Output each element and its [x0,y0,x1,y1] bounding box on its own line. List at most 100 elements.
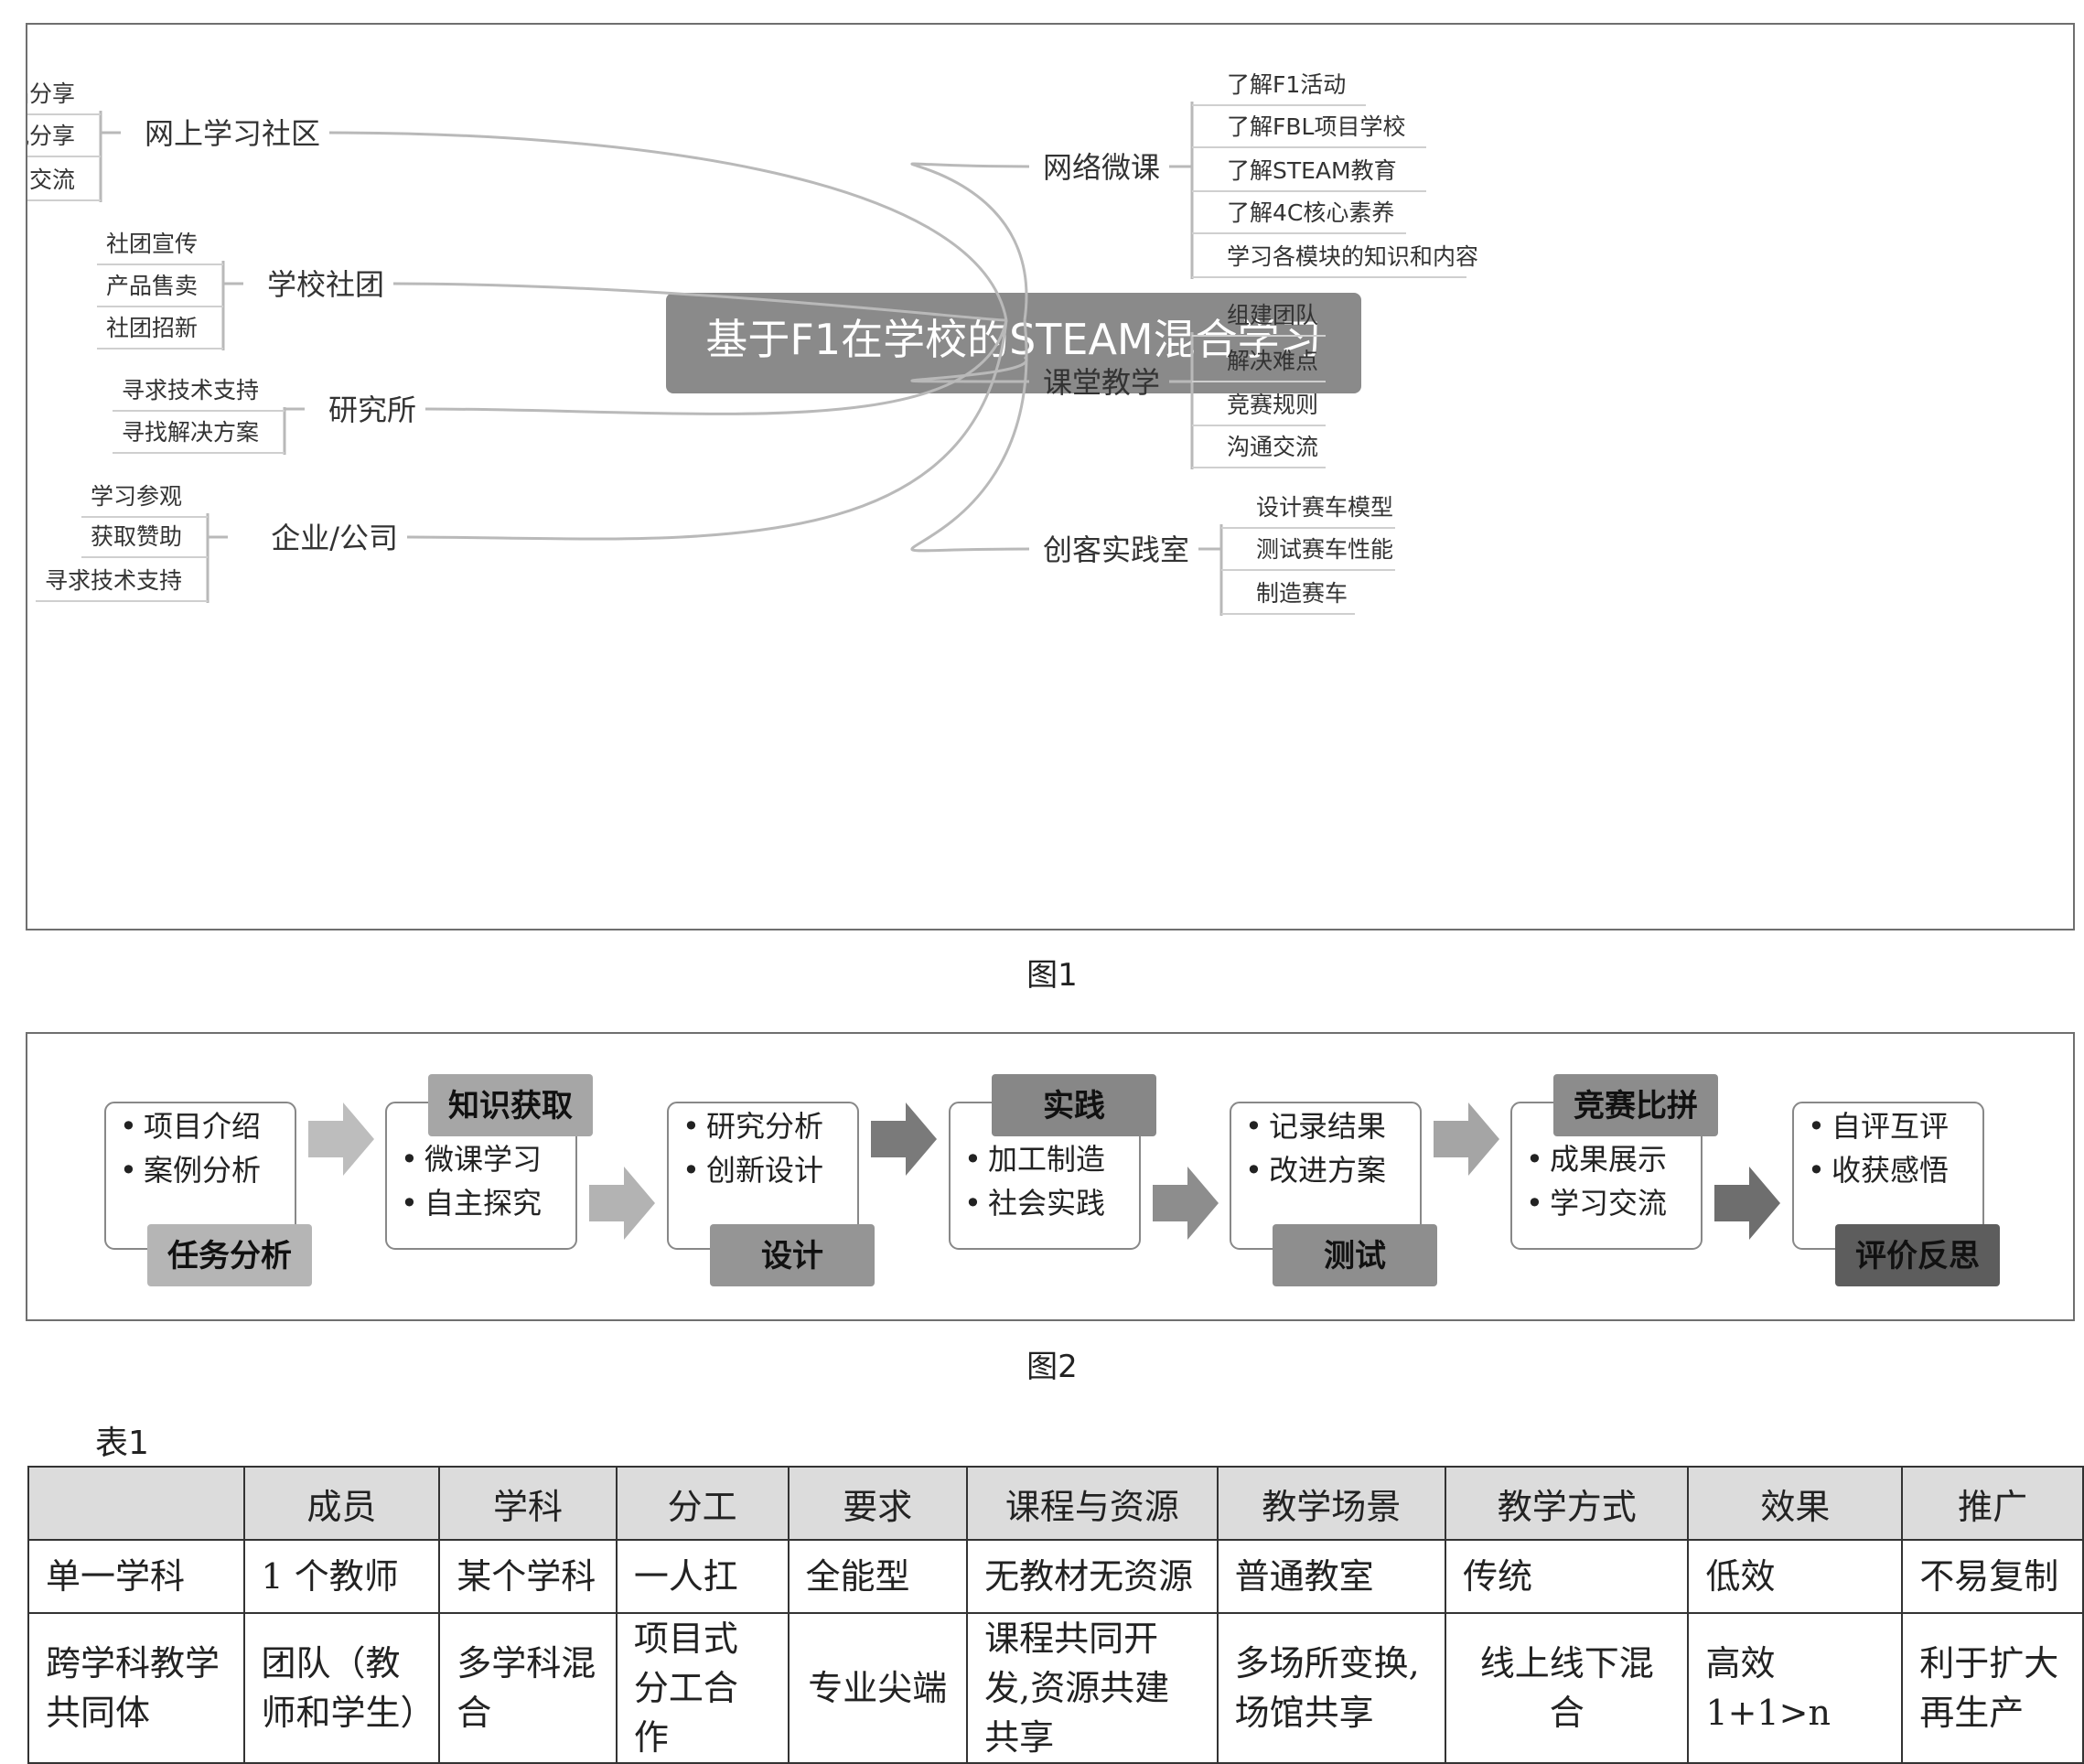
branch-connector [910,162,1030,321]
bullet-icon: • [964,1142,982,1177]
leaf-label: 寻求技术支持 [122,377,259,403]
step-title-box [1553,1074,1718,1136]
branch-connector [910,355,1030,383]
leaf-label: 了解STEAM教育 [1227,157,1397,184]
leaf-label: 了解FBL项目学校 [1227,113,1405,140]
bullet-icon: • [682,1109,700,1144]
central-topic-box [666,293,1361,393]
step-item: 创新设计 [706,1153,823,1188]
leaf-label: 产品售卖 [106,273,198,299]
table-cell: 高效 1+1>n [1687,1612,1904,1764]
header-cell: 要求 [787,1466,969,1541]
table-cell: 一人扛 [615,1539,790,1614]
flow-arrow-icon [1434,1102,1499,1176]
branch-connector [406,319,1008,541]
table-cell: 课程共同开发,资源共建共享 [966,1612,1219,1764]
header-cell: 推广 [1901,1466,2084,1541]
flow-arrow-icon [1714,1167,1780,1240]
flow-arrow-icon [308,1102,374,1176]
branch-label: 网络微课 [1043,150,1160,185]
bullet-icon: • [1808,1153,1825,1188]
leaf-label: 学习参观 [91,483,182,510]
branch-label: 课堂教学 [1043,365,1160,400]
step-title-box [710,1224,875,1286]
step-title-box [1273,1224,1437,1286]
header-cell: 成员 [242,1466,441,1541]
header-cell: 学科 [438,1466,618,1541]
step-item: 加工制造 [988,1142,1105,1177]
table-cell: 单一学科 [27,1539,245,1614]
step-title-box [992,1074,1156,1136]
leaf-label: 社团招新 [106,315,198,341]
figure-1-frame: 基于F1在学校的STEAM混合学习网上学习社区作品分享资讯分享学习交流学校社团社… [0,23,2075,930]
table-cell: 某个学科 [438,1539,618,1614]
bullet-icon: • [1245,1153,1262,1188]
table-cell: 团队（教师和学生） [242,1612,441,1764]
leaf-label: 制造赛车 [1256,580,1348,607]
table-cell: 利于扩大再生产 [1901,1612,2084,1764]
leaf-label: 沟通交流 [1227,434,1318,460]
leaf-label: 学习交流 [27,167,75,193]
leaf-label: 解决难点 [1227,348,1318,374]
table-cell: 传统 [1445,1539,1690,1614]
step-title: 竞赛比拼 [1574,1088,1698,1124]
table-cell: 无教材无资源 [966,1539,1219,1614]
bullet-icon: • [964,1186,982,1221]
table-cell: 多学科混合 [438,1612,618,1764]
table-cell: 不易复制 [1901,1539,2084,1614]
leaf-label: 了解F1活动 [1227,71,1346,98]
step-title-box [1835,1224,2000,1286]
table-cell: 线上线下混合 [1445,1612,1690,1764]
step-title: 知识获取 [448,1088,573,1124]
table-cell: 普通教室 [1216,1539,1447,1614]
step-title: 实践 [1043,1088,1105,1124]
table-cell: 全能型 [787,1539,969,1614]
step-item: 记录结果 [1269,1109,1386,1144]
bullet-icon: • [1526,1186,1543,1221]
table-1-caption: 表1 [95,1425,149,1462]
leaf-label: 竞赛规则 [1227,392,1318,418]
central-topic: 基于F1在学校的STEAM混合学习 [705,315,1321,364]
leaf-label: 学习各模块的知识和内容 [1227,243,1478,270]
leaf-label: 测试赛车性能 [1256,536,1393,563]
step-item: 社会实践 [988,1186,1105,1221]
leaf-label: 寻找解决方案 [122,419,259,446]
step-item: 成果展示 [1550,1142,1667,1177]
bullet-icon: • [120,1109,137,1144]
branch-label: 学校社团 [267,267,384,302]
header-cell [27,1466,245,1541]
step-item: 项目介绍 [144,1109,261,1144]
step-item: 学习交流 [1550,1186,1667,1221]
leaf-label: 获取赞助 [91,523,182,550]
table-row: 跨学科教学共同体 团队（教师和学生） 多学科混合 项目式分工合作 专业尖端 课程… [27,1612,2084,1764]
step-title: 设计 [761,1238,823,1275]
comparison-table: 成员 学科 分工 要求 课程与资源 教学场景 教学方式 效果 推广 单一学科 1… [27,1466,2084,1764]
step-item: 研究分析 [706,1109,823,1144]
figure-2-caption: 图2 [1026,1349,1078,1385]
left-branch: 网上学习社区作品分享资讯分享学习交流 [0,81,320,202]
leaf-label: 资讯分享 [27,123,75,149]
bullet-icon: • [401,1142,418,1177]
step-title: 评价反思 [1855,1238,1980,1275]
table-cell: 跨学科教学共同体 [27,1612,245,1764]
step-item: 案例分析 [144,1153,261,1188]
right-branch: 网络微课 了解F1活动了解FBL项目学校了解STEAM教育了解4C核心素养学习各模… [1043,71,1478,279]
flow-arrow-icon [1153,1167,1219,1240]
header-cell: 效果 [1687,1466,1904,1541]
table-cell: 项目式分工合作 [615,1612,790,1764]
bullet-icon: • [682,1153,700,1188]
flow-arrow-icon [589,1167,655,1240]
table-cell: 多场所变换,场馆共享 [1216,1612,1447,1764]
step-item: 自评互评 [1832,1109,1949,1144]
table-cell: 专业尖端 [787,1612,969,1764]
leaf-label: 了解4C核心素养 [1227,199,1394,226]
header-cell: 分工 [615,1466,790,1541]
